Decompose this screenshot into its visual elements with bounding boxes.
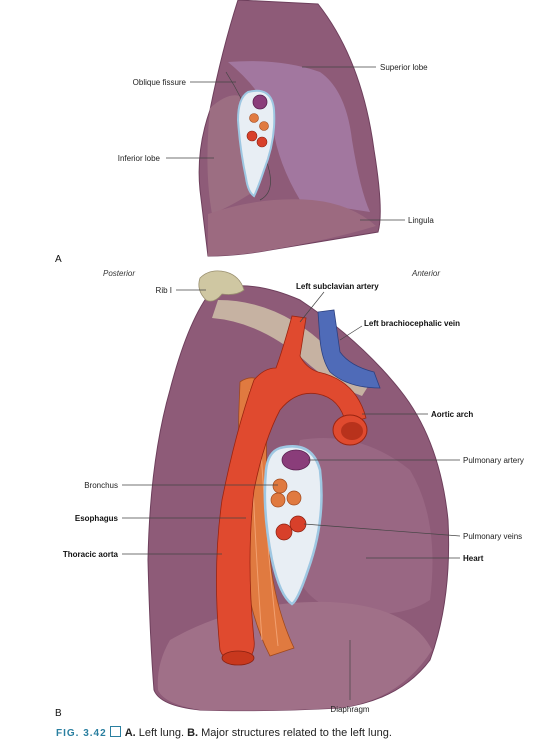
figure-number: FIG. 3.42 (56, 728, 107, 739)
pulmonary-vein-a-2 (256, 136, 268, 148)
external-link-icon[interactable] (109, 726, 121, 737)
figure-caption: FIG. 3.42 A. Left lung. B. Major structur… (56, 726, 392, 739)
hilum-a (236, 89, 276, 198)
pulmonary-artery-b (281, 449, 311, 471)
pulmonary-vein-b-2 (275, 523, 293, 541)
label-superior-lobe: Superior lobe (380, 63, 428, 72)
leader-left-brachiocephalic (339, 325, 363, 341)
label-left-brachiocephalic-vein: Left brachiocephalic vein (364, 319, 460, 328)
bronchus-a-2 (259, 121, 269, 131)
label-left-subclavian-artery: Left subclavian artery (296, 282, 379, 291)
label-anterior: Anterior (411, 269, 440, 278)
label-lingula: Lingula (408, 216, 434, 225)
hilum-b (263, 445, 323, 606)
thoracic-aorta-end (221, 650, 255, 666)
label-aortic-arch: Aortic arch (431, 410, 473, 419)
label-diaphragm: Diaphragm (330, 705, 369, 714)
panel-b-letter: B (55, 708, 62, 719)
caption-part-b-letter: B. (187, 727, 199, 739)
panel-b: Posterior Anterior (55, 269, 524, 719)
caption-part-a-text: Left lung. (135, 727, 185, 739)
thoracic-aorta (216, 315, 367, 665)
pulmonary-artery-a (252, 94, 268, 110)
bronchus-b-2 (270, 492, 286, 508)
left-brachiocephalic-vein (317, 309, 381, 389)
rib-i-head (198, 270, 245, 302)
inferior-lobe (207, 95, 256, 214)
label-bronchus: Bronchus (84, 481, 118, 490)
pulmonary-vein-b-1 (289, 515, 307, 533)
bronchus-b-1 (272, 478, 288, 494)
bronchus-a-1 (249, 113, 259, 123)
caption-part-a-letter: A. (124, 727, 136, 739)
label-heart: Heart (463, 554, 484, 563)
label-esophagus: Esophagus (75, 514, 119, 523)
lung-base (208, 199, 376, 256)
leader-left-subclavian (299, 291, 325, 323)
hilum-a-outline (236, 89, 276, 198)
cardiac-impression (290, 438, 433, 615)
panel-a: Oblique fissure Superior lobe Inferior l… (55, 0, 434, 265)
label-pulmonary-veins: Pulmonary veins (463, 532, 522, 541)
leader-pulmonary-veins (303, 523, 461, 537)
label-thoracic-aorta: Thoracic aorta (63, 550, 119, 559)
label-pulmonary-artery: Pulmonary artery (463, 456, 524, 465)
pulmonary-vein-a-1 (246, 130, 258, 142)
bronchus-b-3 (286, 490, 302, 506)
caption-part-b-text: Major structures related to the left lun… (198, 727, 392, 739)
label-oblique-fissure: Oblique fissure (133, 78, 187, 87)
label-posterior: Posterior (103, 269, 135, 278)
label-rib-i: Rib I (156, 286, 172, 295)
label-inferior-lobe: Inferior lobe (118, 154, 161, 163)
aortic-arch-lumen (341, 422, 363, 440)
panel-a-letter: A (55, 254, 62, 265)
